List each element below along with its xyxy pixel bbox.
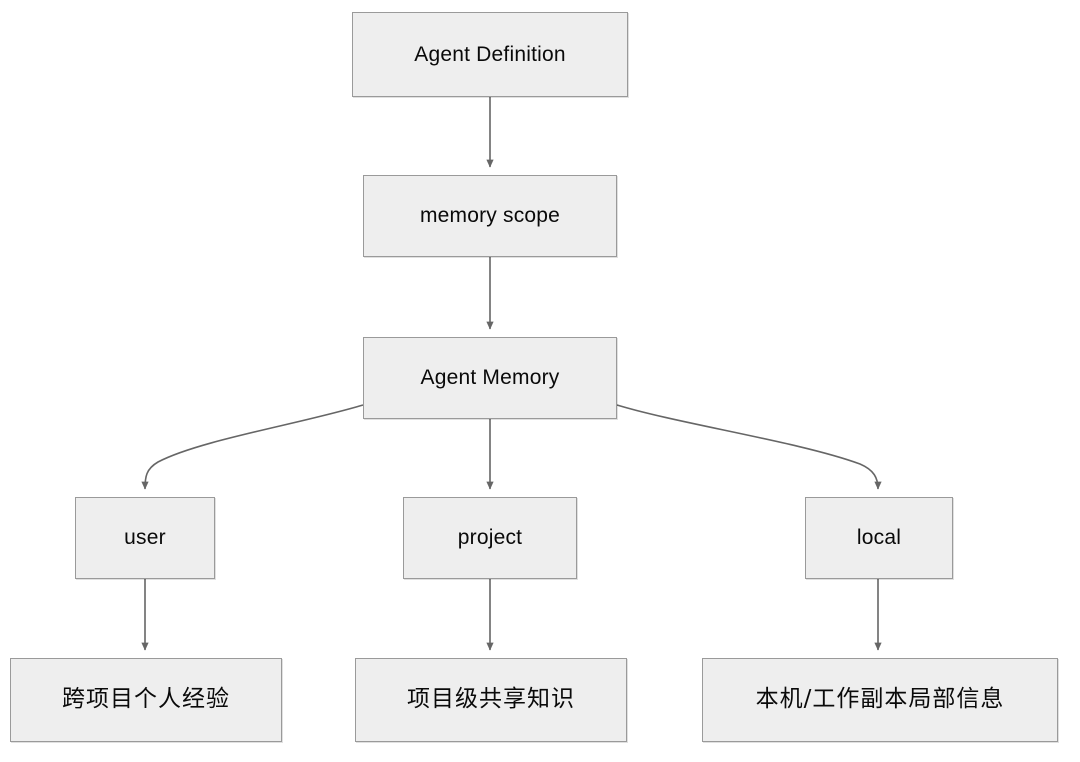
node-user[interactable]: user bbox=[75, 497, 215, 579]
node-local-label: local bbox=[856, 526, 902, 550]
node-user-label: user bbox=[124, 526, 166, 550]
edge-agent-memory-to-local bbox=[616, 404, 882, 490]
node-user-description-label: 跨项目个人经验 bbox=[62, 686, 230, 713]
node-local-description-label: 本机/工作副本局部信息 bbox=[755, 686, 1005, 713]
node-project[interactable]: project bbox=[403, 497, 577, 579]
node-project-description-label: 项目级共享知识 bbox=[407, 686, 575, 713]
edge-agent-memory-to-user bbox=[141, 404, 364, 490]
node-project-label: project bbox=[457, 526, 523, 550]
node-local-description[interactable]: 本机/工作副本局部信息 bbox=[702, 658, 1058, 742]
node-agent-definition[interactable]: Agent Definition bbox=[352, 12, 628, 97]
node-user-description[interactable]: 跨项目个人经验 bbox=[10, 658, 282, 742]
node-memory-scope[interactable]: memory scope bbox=[363, 175, 617, 257]
node-agent-memory-label: Agent Memory bbox=[420, 366, 560, 390]
node-memory-scope-label: memory scope bbox=[419, 204, 561, 228]
node-agent-definition-label: Agent Definition bbox=[414, 42, 566, 66]
node-local[interactable]: local bbox=[805, 497, 953, 579]
node-agent-memory[interactable]: Agent Memory bbox=[363, 337, 617, 419]
node-project-description[interactable]: 项目级共享知识 bbox=[355, 658, 627, 742]
